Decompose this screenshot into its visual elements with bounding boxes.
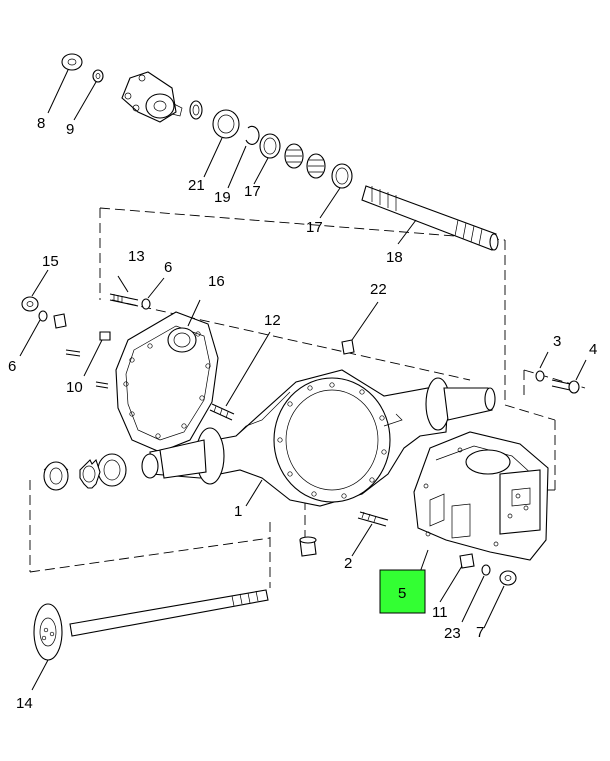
- callout-18[interactable]: 18: [386, 249, 403, 266]
- callout-14[interactable]: 14: [16, 695, 33, 712]
- callout-6-upper[interactable]: 6: [164, 259, 172, 276]
- flange-yoke: [121, 71, 183, 123]
- callout-21[interactable]: 21: [188, 177, 205, 194]
- dowel-bushing: [53, 313, 67, 329]
- part-9-washer: [92, 69, 104, 83]
- part-11-nut: [459, 553, 475, 569]
- part-13-stud: [109, 293, 139, 307]
- bearing-cone: [284, 143, 326, 179]
- callout-4[interactable]: 4: [589, 341, 597, 358]
- lock-washer: [79, 458, 101, 489]
- part-17-bearing-cup-lower: [331, 163, 353, 189]
- part-2-stud: [357, 511, 389, 527]
- callout-17-upper[interactable]: 17: [244, 183, 261, 200]
- callout-labels: 8 9 21 19 17 17 18 15 6 13 6 16 22 12 10…: [8, 115, 597, 712]
- part-12-stud: [209, 403, 235, 421]
- part-10-bolts: [65, 331, 111, 389]
- spindle-nut-outer: [43, 461, 69, 491]
- callout-6-left[interactable]: 6: [8, 358, 16, 375]
- drain-fitting: [299, 536, 317, 557]
- highlight-box-part-5[interactable]: [379, 569, 426, 614]
- callout-13[interactable]: 13: [128, 248, 145, 265]
- part-21-seal: [212, 109, 240, 139]
- callout-10[interactable]: 10: [66, 379, 83, 396]
- callout-15[interactable]: 15: [42, 253, 59, 270]
- part-3-washer: [535, 370, 545, 382]
- part-6-washer-left: [38, 310, 48, 322]
- part-14-axle-shaft: [33, 589, 269, 661]
- part-19-snap-ring: [245, 125, 260, 145]
- part-4-bolt: [551, 379, 580, 394]
- part-22-plug: [341, 339, 355, 355]
- callout-8[interactable]: 8: [37, 115, 45, 132]
- callout-19[interactable]: 19: [214, 189, 231, 206]
- part-5-carrier: [413, 431, 549, 561]
- part-16-cover: [115, 311, 219, 453]
- callout-17-lower[interactable]: 17: [306, 219, 323, 236]
- callout-23[interactable]: 23: [444, 625, 461, 642]
- part-7-nut: [499, 570, 517, 586]
- callout-5[interactable]: 5: [398, 585, 406, 602]
- spindle-nut-inner: [97, 453, 127, 487]
- part-8-nut: [61, 53, 83, 71]
- assembly-guide-lines: [29, 207, 586, 588]
- part-6-washer-upper: [141, 298, 151, 310]
- part-23-washer: [481, 564, 491, 576]
- part-18-pinion-shaft: [361, 185, 499, 251]
- seal-ring: [189, 100, 203, 120]
- part-1-axle-housing: [141, 369, 496, 507]
- callout-12[interactable]: 12: [264, 312, 281, 329]
- callout-16[interactable]: 16: [208, 273, 225, 290]
- callout-3[interactable]: 3: [553, 333, 561, 350]
- part-15-nut: [21, 296, 39, 312]
- part-17-bearing-cup-upper: [259, 133, 281, 159]
- callout-2[interactable]: 2: [344, 555, 352, 572]
- callout-22[interactable]: 22: [370, 281, 387, 298]
- callout-9[interactable]: 9: [66, 121, 74, 138]
- callout-7[interactable]: 7: [476, 624, 484, 641]
- callout-11[interactable]: 11: [432, 604, 448, 621]
- callout-1[interactable]: 1: [234, 503, 242, 520]
